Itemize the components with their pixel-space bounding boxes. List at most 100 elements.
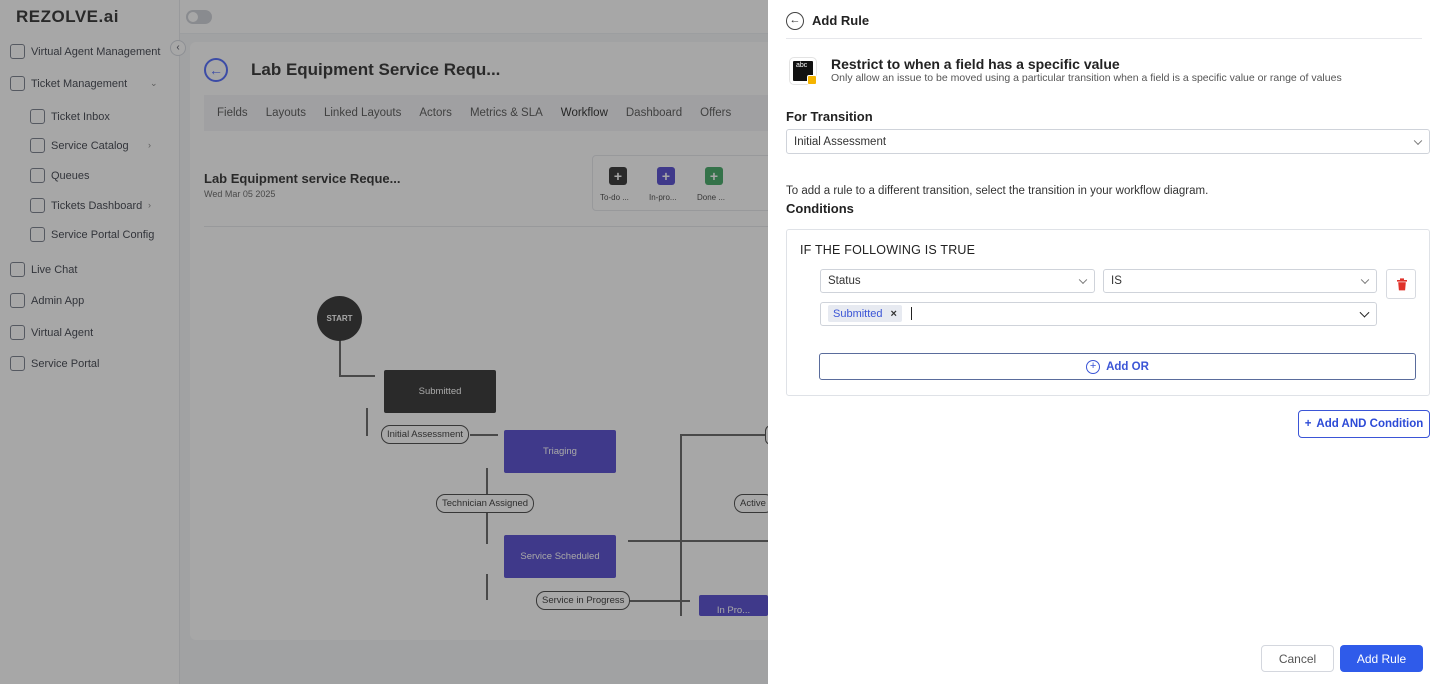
add-done-status-button[interactable]: +	[705, 167, 723, 185]
workflow-date: Wed Mar 05 2025	[204, 189, 276, 199]
conditions-label: Conditions	[786, 201, 854, 216]
chevron-right-icon: ›	[148, 200, 151, 210]
tab-dashboard[interactable]: Dashboard	[625, 107, 683, 119]
sidebar-item-label: Tickets Dashboard	[51, 199, 143, 212]
tab-linked-layouts[interactable]: Linked Layouts	[323, 107, 402, 119]
text-cursor	[911, 307, 912, 320]
drawer-header: ← Add Rule	[786, 12, 1422, 39]
sidebar-item-service-portal[interactable]: Service Portal	[10, 356, 99, 371]
transition-select-value: Initial Assessment	[794, 135, 887, 148]
logo: REZOLVE.ai	[16, 7, 119, 26]
sidebar-item-virtual-agent[interactable]: Virtual Agent	[10, 325, 93, 340]
sidebar-item-service-catalog[interactable]: Service Catalog ›	[30, 138, 151, 153]
robot-icon	[10, 325, 25, 340]
sidebar-item-queues[interactable]: Queues	[30, 168, 90, 183]
rule-icon-text: abc	[796, 62, 808, 69]
trash-icon	[1397, 278, 1407, 291]
grid-icon	[30, 198, 45, 213]
condition-field-select[interactable]: Status	[820, 269, 1095, 293]
workflow-edge	[628, 540, 768, 542]
workflow-title: Lab Equipment service Reque...	[204, 171, 401, 186]
status-node-service-scheduled[interactable]: Service Scheduled	[504, 535, 616, 578]
cancel-button[interactable]: Cancel	[1261, 645, 1334, 672]
status-node-in-progress[interactable]: In Pro...	[699, 595, 768, 616]
rule-title: Restrict to when a field has a specific …	[831, 56, 1120, 72]
chevron-right-icon: ›	[148, 140, 151, 150]
drawer-title: Add Rule	[812, 13, 870, 28]
sidebar-item-label: Queues	[51, 169, 90, 182]
back-arrow-icon[interactable]: ←	[204, 58, 228, 82]
tab-fields[interactable]: Fields	[217, 107, 248, 119]
add-rule-drawer: ← Add Rule	[768, 0, 1440, 684]
sliders-icon	[10, 293, 25, 308]
tool-label: In-pro...	[649, 193, 677, 202]
page-title: Lab Equipment Service Requ...	[251, 60, 501, 79]
tab-layouts[interactable]: Layouts	[265, 107, 306, 119]
sidebar-item-label: Service Portal	[31, 357, 100, 370]
add-inprogress-status-button[interactable]: +	[657, 167, 675, 185]
sidebar-item-label: Live Chat	[31, 263, 78, 276]
users-icon	[10, 44, 25, 59]
workflow-edge	[470, 434, 498, 436]
collapse-sidebar-button[interactable]: ‹	[170, 40, 186, 56]
condition-value-multiselect[interactable]	[820, 302, 1377, 326]
sidebar-item-label: Admin App	[31, 294, 85, 307]
workflow-edge	[680, 434, 770, 436]
tab-bar: Fields Layouts Linked Layouts Actors Met…	[204, 95, 804, 131]
add-and-condition-button[interactable]: + Add AND Condition	[1298, 410, 1430, 438]
sidebar-item-service-portal-config[interactable]: Service Portal Config	[30, 227, 154, 242]
transition-service-in-progress[interactable]: Service in Progress	[536, 591, 631, 610]
field-value-rule-icon: abc	[789, 57, 817, 85]
workflow-edge	[339, 375, 375, 377]
chevron-down-icon	[1360, 275, 1370, 285]
add-todo-status-button[interactable]: +	[609, 167, 627, 185]
ticket-icon	[10, 76, 25, 91]
condition-operator-value: IS	[1111, 275, 1122, 287]
chevron-down-icon	[1413, 136, 1423, 145]
tag-icon	[30, 109, 45, 124]
modal-overlay[interactable]	[0, 0, 768, 684]
chip-label: Submitted	[833, 307, 883, 320]
theme-toggle[interactable]	[186, 10, 212, 24]
add-rule-button[interactable]: Add Rule	[1340, 645, 1423, 672]
status-node-submitted[interactable]: Submitted	[384, 370, 496, 413]
transition-technician-assigned[interactable]: Technician Assigned	[436, 494, 535, 513]
sidebar-item-admin-app[interactable]: Admin App	[10, 293, 84, 308]
start-node[interactable]: START	[317, 296, 362, 341]
remove-chip-icon[interactable]: ×	[890, 307, 897, 320]
tab-workflow[interactable]: Workflow	[560, 107, 608, 119]
divider	[204, 226, 784, 227]
add-or-button[interactable]: + Add OR	[819, 353, 1416, 380]
condition-field-value: Status	[828, 275, 861, 287]
sidebar-item-ticket-inbox[interactable]: Ticket Inbox	[30, 109, 110, 124]
back-arrow-icon[interactable]: ←	[786, 12, 804, 30]
sidebar-item-virtual-agent-management[interactable]: Virtual Agent Management	[10, 44, 160, 59]
condition-group-header: IF THE FOLLOWING IS TRUE	[800, 243, 976, 257]
plus-icon: +	[1304, 418, 1312, 430]
sidebar-item-label: Virtual Agent	[31, 326, 94, 339]
sidebar-item-label: Service Catalog	[51, 139, 129, 152]
sidebar-item-ticket-management[interactable]: Ticket Management ⌄	[10, 76, 158, 91]
delete-condition-button[interactable]	[1386, 269, 1416, 299]
workflow-edge	[486, 574, 488, 600]
value-chip-submitted: Submitted ×	[828, 305, 902, 322]
tab-actors[interactable]: Actors	[419, 107, 452, 119]
sidebar-item-label: Ticket Management	[31, 77, 128, 90]
workflow-edge	[680, 434, 682, 616]
transition-initial-assessment[interactable]: Initial Assessment	[381, 425, 470, 444]
wrench-icon	[30, 138, 45, 153]
sidebar-item-label: Ticket Inbox	[51, 110, 110, 123]
condition-operator-select[interactable]: IS	[1103, 269, 1377, 293]
list-icon	[30, 168, 45, 183]
document-icon	[30, 227, 45, 242]
status-node-triaging[interactable]: Triaging	[504, 430, 616, 473]
add-or-label: Add OR	[1106, 360, 1149, 373]
tab-offers[interactable]: Offers	[700, 107, 732, 119]
tab-metrics-sla[interactable]: Metrics & SLA	[469, 107, 543, 119]
plus-circle-icon: +	[1086, 359, 1101, 374]
sidebar-item-live-chat[interactable]: Live Chat	[10, 262, 77, 277]
sidebar-item-tickets-dashboard[interactable]: Tickets Dashboard ›	[30, 198, 151, 213]
add-and-label: Add AND Condition	[1316, 418, 1424, 430]
transition-select[interactable]: Initial Assessment	[786, 129, 1430, 154]
condition-group	[786, 229, 1430, 396]
